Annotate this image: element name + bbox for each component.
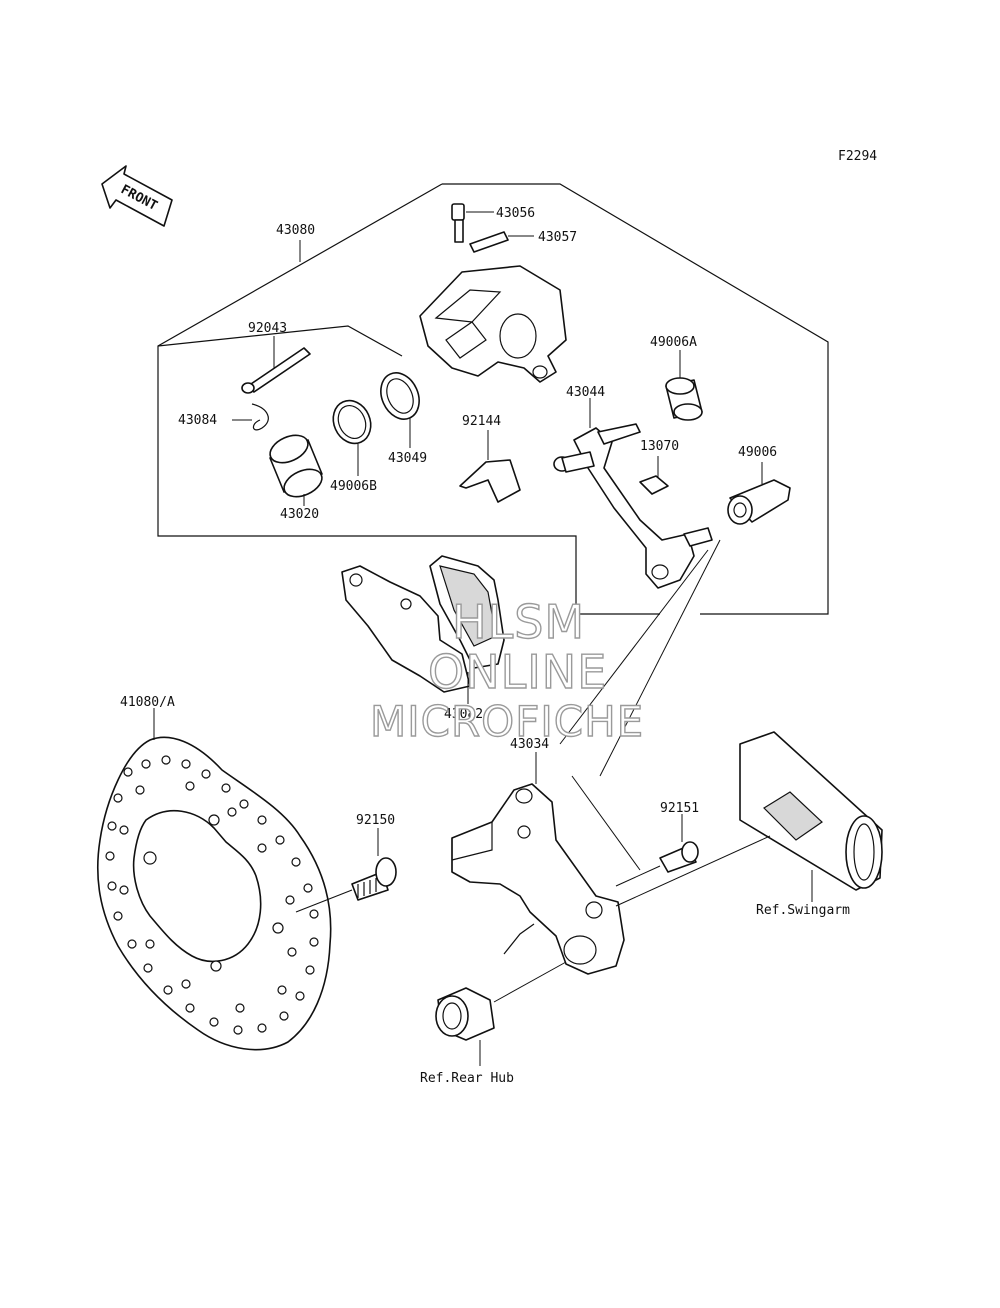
callout-43080: 43080 bbox=[276, 223, 315, 238]
caliper-pin bbox=[241, 347, 311, 394]
figure-code: F2294 bbox=[838, 149, 877, 164]
pad-spring bbox=[459, 459, 521, 503]
callout-43056: 43056 bbox=[496, 206, 535, 221]
ref-rear-hub-label: Ref.Rear Hub bbox=[420, 1071, 514, 1086]
brake-pad-set bbox=[341, 555, 505, 693]
bracket-boot-a bbox=[665, 377, 703, 421]
brake-disc bbox=[96, 736, 332, 1051]
disc-vent-holes bbox=[105, 755, 319, 1035]
callout-43082: 43082 bbox=[444, 707, 483, 722]
rear-hub-collar bbox=[435, 987, 495, 1041]
callout-92144: 92144 bbox=[462, 414, 501, 429]
caliper-mount-bracket bbox=[451, 783, 625, 975]
callout-43084: 43084 bbox=[178, 413, 217, 428]
bracket-boot bbox=[727, 479, 791, 525]
callout-43044: 43044 bbox=[566, 385, 605, 400]
caliper-body bbox=[419, 265, 567, 383]
callout-92151: 92151 bbox=[660, 801, 699, 816]
piston-seal bbox=[332, 399, 372, 445]
callout-13070: 13070 bbox=[640, 439, 679, 454]
callout-43020: 43020 bbox=[280, 507, 319, 522]
pin-clip bbox=[251, 403, 269, 431]
callout-41080a: 41080/A bbox=[120, 695, 175, 710]
caliper-assembly-outline bbox=[157, 183, 829, 615]
callout-43049: 43049 bbox=[388, 451, 427, 466]
front-arrow-icon: FRONT bbox=[101, 165, 173, 227]
dust-seal bbox=[380, 372, 420, 420]
callout-49006b: 49006B bbox=[330, 479, 377, 494]
callout-43057: 43057 bbox=[538, 230, 577, 245]
callout-92043: 92043 bbox=[248, 321, 287, 336]
piston bbox=[269, 434, 323, 498]
ref-swingarm-label: Ref.Swingarm bbox=[756, 903, 850, 918]
callout-49006: 49006 bbox=[738, 445, 777, 460]
watermark-line-3: MICROFICHE bbox=[370, 697, 644, 746]
caliper-bracket bbox=[553, 423, 713, 589]
bleeder-cap bbox=[469, 231, 509, 253]
retainer-clip bbox=[639, 475, 669, 495]
disc-bolt bbox=[351, 857, 397, 901]
mount-guide-lines bbox=[559, 539, 721, 777]
bleeder-valve bbox=[451, 203, 465, 243]
swingarm-reference bbox=[739, 731, 883, 891]
callout-43034: 43034 bbox=[510, 737, 549, 752]
watermark: HLSM ONLINE MICROFICHE bbox=[369, 594, 644, 746]
callout-49006a: 49006A bbox=[650, 335, 697, 350]
mount-bolt bbox=[659, 841, 699, 873]
watermark-line-1: HLSM bbox=[452, 595, 585, 649]
watermark-line-2: ONLINE bbox=[428, 645, 607, 699]
callout-92150: 92150 bbox=[356, 813, 395, 828]
